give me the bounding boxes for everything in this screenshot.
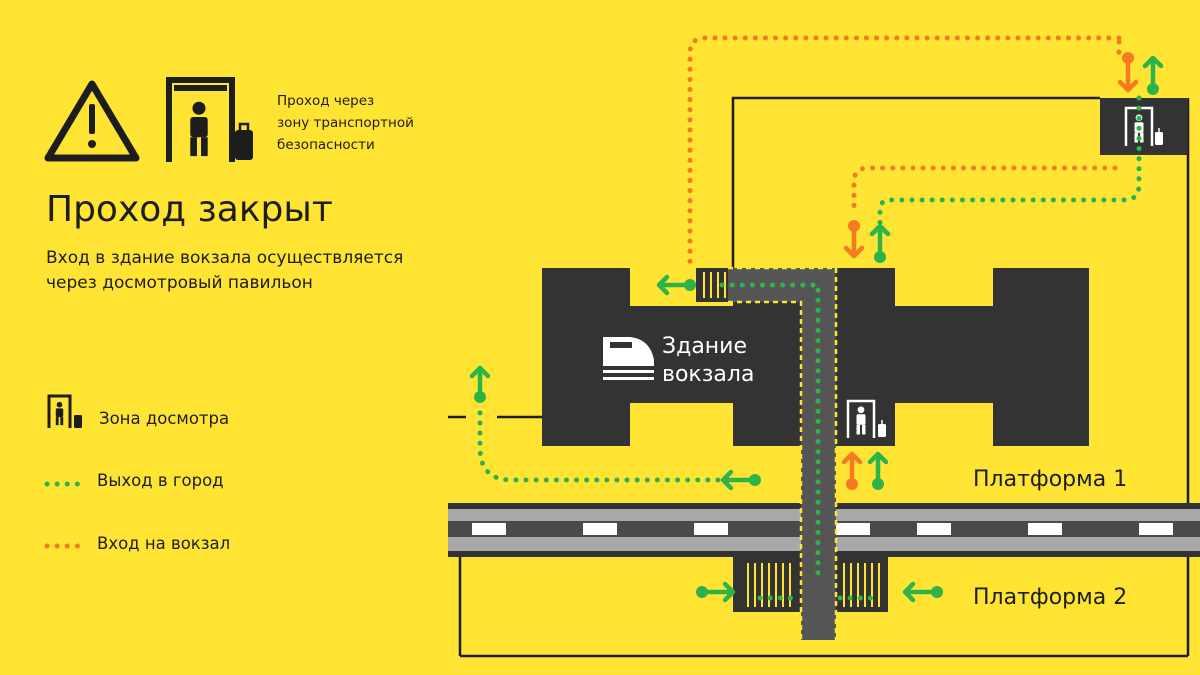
zone-note-line: безопасности [277, 137, 375, 153]
arrow-left-green-icon [902, 581, 935, 603]
arrow-up-green-icon [469, 365, 491, 395]
upper-security-pavilion [1100, 98, 1188, 155]
platform-1-label: Платформа 1 [973, 467, 1128, 492]
zone-note-line: зону транспортной [277, 115, 414, 131]
arrow-up-green-icon [1142, 55, 1164, 87]
legend-label-security: Зона досмотра [99, 409, 230, 428]
platform-2-label: Платформа 2 [973, 585, 1128, 610]
legend-security-icon [47, 394, 82, 428]
legend-label-entry: Вход на вокзал [97, 534, 231, 553]
zone-note: Проход через зону транспортной безопасно… [277, 90, 447, 156]
station-label: Здание вокзала [662, 333, 792, 389]
map-outline [448, 96, 1190, 658]
arrow-right-green-icon [703, 581, 736, 603]
subtitle: Вход в здание вокзала осуществляется чер… [46, 246, 466, 296]
arrow-up-green-icon [867, 451, 889, 481]
arrow-up-orange-icon [841, 451, 863, 481]
zone-note-line: Проход через [277, 93, 375, 109]
arrow-left-green-icon [656, 274, 689, 296]
page-title: Проход закрыт [46, 189, 333, 230]
arrow-down-orange-icon [843, 229, 865, 259]
warning-triangle-icon [44, 80, 140, 162]
route-arrows [469, 52, 1164, 603]
arrow-left-green-icon [720, 469, 753, 491]
subtitle-line: Вход в здание вокзала осуществляется [46, 248, 404, 268]
entry-route [687, 35, 1122, 267]
exit-route [477, 95, 1142, 601]
security-frame-icon [166, 77, 253, 162]
building-security-icon [838, 393, 895, 446]
building-entry-stairs [696, 268, 730, 302]
station-label-line: вокзала [662, 362, 755, 387]
subtitle-line: через досмотровый павильон [46, 273, 313, 293]
legend-label-exit: Выход в город [97, 471, 224, 490]
train-icon [603, 337, 654, 380]
arrow-up-green-icon [869, 223, 891, 255]
station-label-line: Здание [662, 334, 748, 359]
covered-gallery [728, 266, 838, 640]
arrow-down-orange-icon [1117, 61, 1139, 93]
